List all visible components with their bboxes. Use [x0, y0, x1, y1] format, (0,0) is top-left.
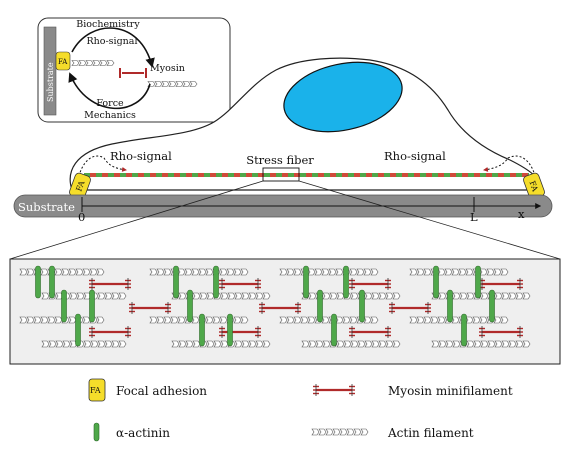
legend-focal-adhesion: Focal adhesion: [116, 384, 207, 398]
actin-filaments: [19, 268, 531, 348]
legend-fa-swatch: FA: [88, 378, 106, 402]
alpha-actinin-crosslinks: [35, 265, 495, 347]
axis-zero-label: 0: [78, 210, 85, 224]
focal-adhesion-right: FA: [523, 172, 545, 200]
myosin-minifilament: [389, 302, 431, 314]
inset-myosin-label: Myosin: [150, 63, 185, 74]
alpha-actinin: [49, 265, 55, 299]
inset-force-label: Force: [96, 98, 124, 109]
legend-actinin-swatch: [93, 422, 100, 442]
myosin-minifilaments: [89, 278, 523, 338]
zoomed-stress-fiber-panel: [9, 258, 561, 365]
legend: FA Focal adhesion Myosin minifilament α-…: [88, 378, 513, 442]
inset-biochemistry-label: Biochemistry: [76, 19, 140, 30]
myosin-minifilament: [479, 326, 523, 338]
inset-myosin-icon: [119, 68, 147, 78]
myosin-minifilament: [349, 278, 391, 290]
alpha-actinin: [475, 265, 481, 299]
inset-bottom-cycle-arrow: [68, 72, 151, 110]
actin-filament: [171, 340, 271, 348]
rho-signal-left-label: Rho-signal: [110, 149, 172, 163]
substrate-label: Substrate: [18, 200, 75, 214]
focal-adhesion-left: FA: [69, 172, 91, 200]
alpha-actinin: [359, 289, 365, 323]
alpha-actinin: [331, 313, 337, 347]
inset-actin-filament-left: [71, 60, 115, 66]
inset-actin-segment: [71, 60, 115, 66]
myosin-minifilament: [129, 302, 171, 314]
inset-rho-signal-label: Rho-signal: [86, 36, 137, 47]
legend-alpha-actinin: α-actinin: [116, 426, 170, 440]
stress-fiber-bar: [84, 173, 529, 177]
legend-myosin-minifilament: Myosin minifilament: [388, 384, 513, 398]
actin-filament: [301, 340, 401, 348]
alpha-actinin: [89, 289, 95, 323]
inset-top-cycle-arrow: [71, 27, 155, 68]
myosin-minifilament: [349, 326, 391, 338]
actin-filament: [41, 340, 127, 348]
cell-schematic: Stress fiber Rho-signal Rho-signal FA FA…: [13, 57, 553, 224]
alpha-actinin: [187, 289, 193, 323]
zoom-line-left: [9, 180, 264, 260]
myosin-minifilament: [479, 278, 523, 290]
legend-myosin-swatch: [313, 384, 355, 396]
stress-fiber-label: Stress fiber: [246, 153, 314, 167]
legend-myosin-minifilament-shape: [313, 384, 355, 396]
inset-panel: Substrate FA Biochemistry Rho-signal Myo…: [37, 17, 231, 123]
rho-signal-right-arrow: [483, 155, 537, 181]
legend-actin-swatch: [311, 428, 369, 436]
alpha-actinin: [303, 265, 309, 299]
alpha-actinin: [461, 313, 467, 347]
nucleus: [283, 61, 403, 133]
rho-signal-right-label: Rho-signal: [384, 149, 446, 163]
myosin-minifilament: [89, 278, 131, 290]
alpha-actinin: [227, 313, 233, 347]
alpha-actinin: [489, 289, 495, 323]
inset-substrate-label: Substrate: [46, 62, 55, 102]
alpha-actinin: [317, 289, 323, 323]
alpha-actinin: [433, 265, 439, 299]
alpha-actinin: [173, 265, 179, 299]
inset-fa-icon: [55, 51, 71, 71]
alpha-actinin: [343, 265, 349, 299]
legend-fa-symbol: FA: [90, 386, 101, 395]
legend-actin-filament-shape: [311, 428, 369, 436]
fa-right-label: FA: [527, 180, 539, 193]
stress-fiber-zoom-box: [262, 167, 300, 182]
legend-actin-filament: Actin filament: [387, 426, 474, 440]
actin-filament: [19, 316, 105, 324]
actin-filament: [409, 268, 509, 276]
inset-substrate-bar: [43, 26, 57, 116]
alpha-actinin: [75, 313, 81, 347]
myosin-minifilament: [89, 326, 131, 338]
alpha-actinin: [35, 265, 41, 299]
myosin-minifilament: [219, 278, 261, 290]
actin-filament: [431, 340, 531, 348]
alpha-actinin: [61, 289, 67, 323]
inset-fa-label: FA: [58, 58, 68, 66]
zoom-line-right: [298, 180, 561, 260]
alpha-actinin: [199, 313, 205, 347]
rho-signal-left-arrow: [77, 155, 127, 181]
alpha-actinin: [213, 265, 219, 299]
inset-mechanics-label: Mechanics: [84, 110, 136, 121]
fa-left-label: FA: [74, 179, 86, 192]
axis-x-label: x: [518, 207, 525, 221]
alpha-actinin: [447, 289, 453, 323]
axis-L-label: L: [470, 210, 478, 224]
myosin-minifilament: [259, 302, 301, 314]
